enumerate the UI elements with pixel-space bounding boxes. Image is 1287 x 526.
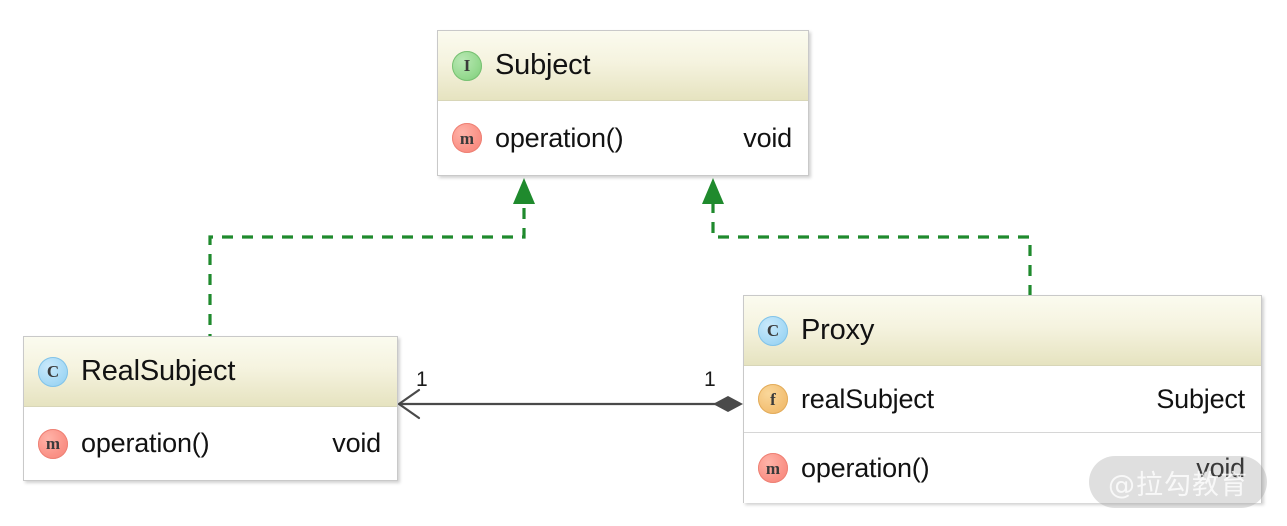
member-row-realsubject-operation[interactable]: m operation() void xyxy=(24,407,397,480)
member-name: operation() xyxy=(495,122,624,153)
multiplicity-proxy-end: 1 xyxy=(704,368,716,391)
member-type: void xyxy=(332,428,381,458)
method-icon: m xyxy=(758,453,788,483)
method-icon: m xyxy=(452,123,482,153)
class-box-realsubject[interactable]: C RealSubject m operation() void xyxy=(23,336,398,481)
member-name: operation() xyxy=(801,452,930,483)
realization-line-proxy xyxy=(711,200,1032,296)
multiplicity-realsubject-end: 1 xyxy=(416,368,428,391)
member-row-subject-operation[interactable]: m operation() void xyxy=(438,101,808,175)
class-icon: C xyxy=(38,356,68,387)
realization-arrowhead-proxy xyxy=(702,178,724,204)
method-icon: m xyxy=(38,428,68,459)
class-header-subject[interactable]: I Subject xyxy=(438,31,808,101)
member-name: realSubject xyxy=(801,383,934,414)
class-box-proxy[interactable]: C Proxy f realSubject Subject m operatio… xyxy=(743,295,1262,503)
class-header-realsubject[interactable]: C RealSubject xyxy=(24,337,397,407)
interface-icon: I xyxy=(452,50,482,81)
member-name: operation() xyxy=(81,428,210,458)
realization-line-realsubject xyxy=(208,200,526,345)
composition-filled-diamond xyxy=(713,396,743,412)
class-name-subject: Subject xyxy=(495,49,591,81)
class-name-proxy: Proxy xyxy=(801,314,875,346)
member-row-proxy-operation[interactable]: m operation() void xyxy=(744,432,1261,503)
composition-open-arrowhead xyxy=(397,388,421,420)
composition-proxy-realsubject[interactable] xyxy=(397,388,743,420)
class-box-subject[interactable]: I Subject m operation() void xyxy=(437,30,809,176)
class-header-proxy[interactable]: C Proxy xyxy=(744,296,1261,366)
class-name-realsubject: RealSubject xyxy=(81,355,236,387)
realization-arrowhead-realsubject xyxy=(513,178,535,204)
class-icon: C xyxy=(758,315,788,346)
member-type: void xyxy=(743,122,792,153)
realization-proxy-subject[interactable] xyxy=(702,178,1032,296)
realization-realsubject-subject[interactable] xyxy=(208,178,535,345)
member-type: void xyxy=(1196,452,1245,483)
member-row-proxy-realsubject[interactable]: f realSubject Subject xyxy=(744,366,1261,432)
field-icon: f xyxy=(758,384,788,414)
member-type: Subject xyxy=(1156,383,1245,414)
